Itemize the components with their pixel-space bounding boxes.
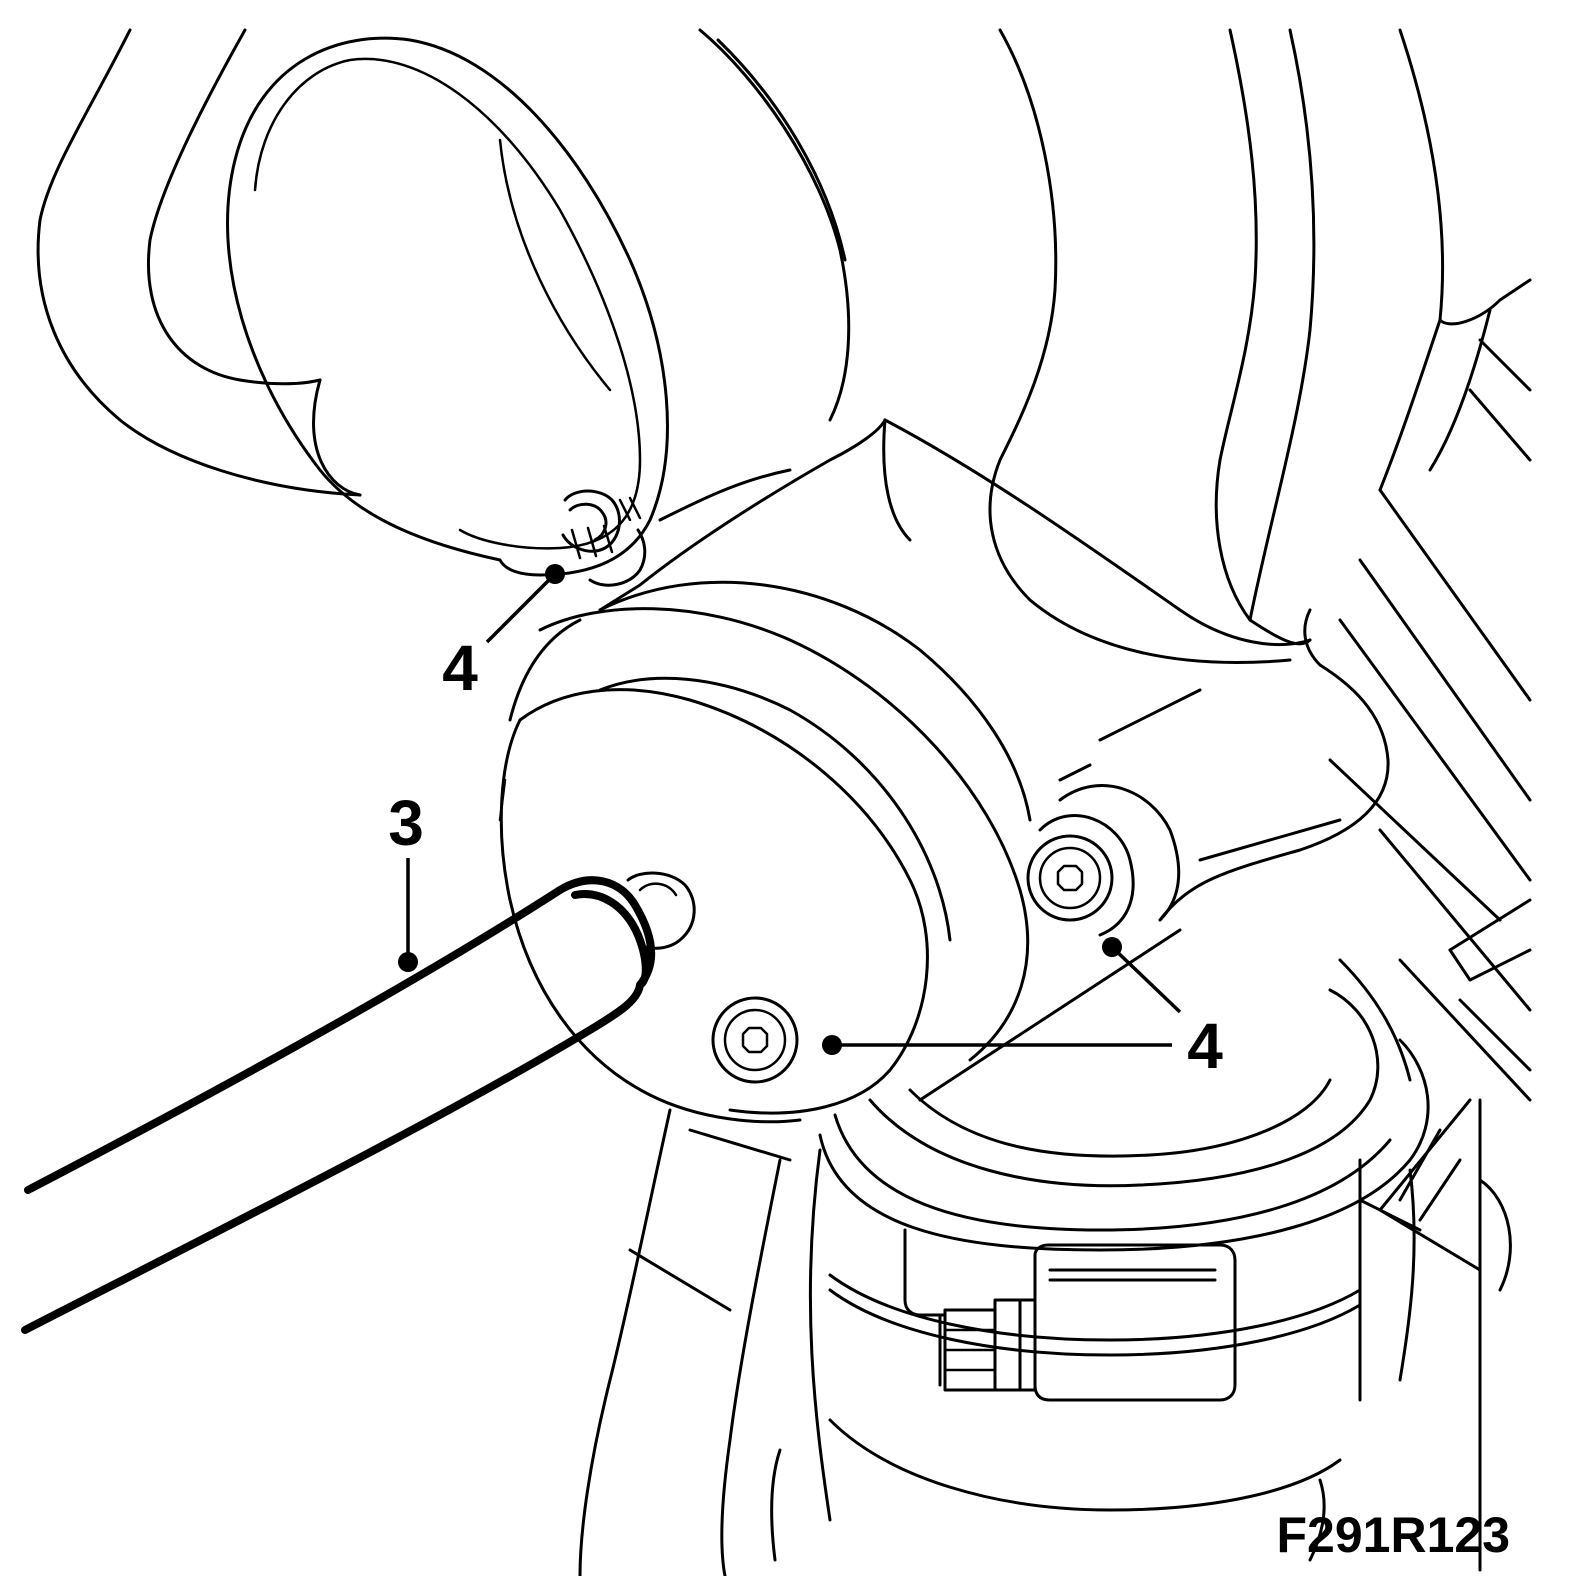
leader-line [1110, 945, 1182, 1014]
callout-bolt-top-left: 4 [442, 564, 565, 704]
leader-dot [1102, 937, 1122, 957]
callout-bolts-right: 4 [822, 937, 1223, 1082]
figure-code: F291R123 [1277, 1507, 1511, 1563]
leader-line [485, 572, 557, 644]
callout-label: 4 [442, 632, 478, 704]
leader-dot [822, 1035, 842, 1055]
callout-label: 3 [388, 787, 424, 859]
component-line-art [21, 28, 1532, 1576]
callout-label: 4 [1187, 1010, 1223, 1082]
leader-dot [398, 952, 418, 972]
leader-dot [545, 564, 565, 584]
callout-hose: 3 [388, 787, 424, 972]
